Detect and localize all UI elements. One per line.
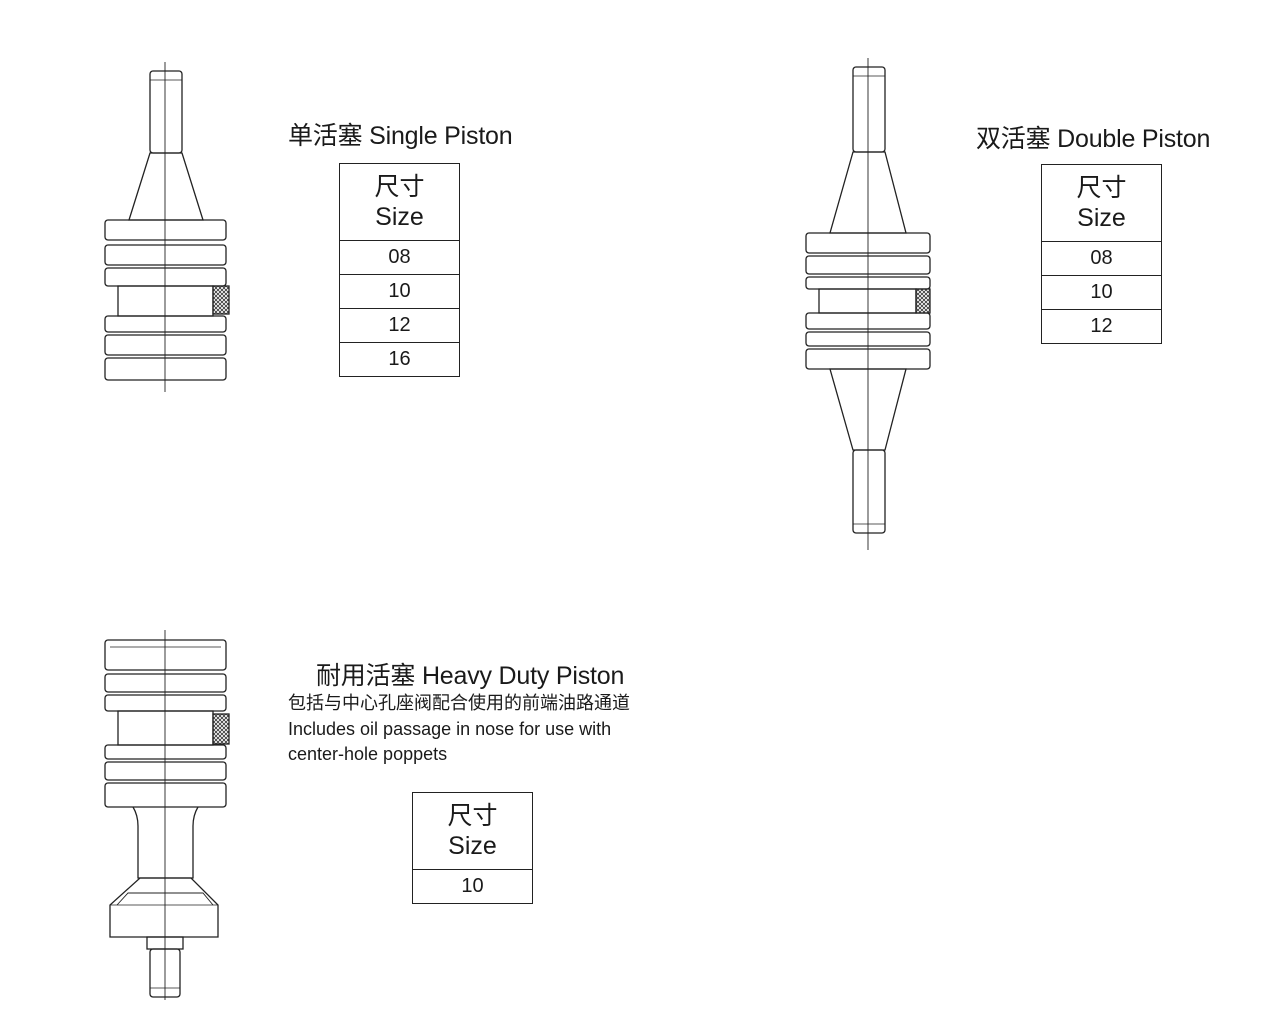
size-header-en: Size bbox=[375, 203, 424, 231]
size-cell: 16 bbox=[339, 342, 460, 377]
size-cell: 08 bbox=[339, 240, 460, 275]
size-cell: 10 bbox=[1041, 275, 1162, 310]
heavy-duty-piston-size-table: 尺寸 Size 10 bbox=[412, 792, 533, 904]
heavy-duty-piston-drawing bbox=[104, 630, 230, 1000]
size-header: 尺寸 Size bbox=[412, 792, 533, 870]
size-cell: 12 bbox=[1041, 309, 1162, 344]
size-header-en: Size bbox=[448, 832, 497, 860]
double-piston-size-table: 尺寸 Size 08 10 12 bbox=[1041, 164, 1162, 344]
size-header-cn: 尺寸 bbox=[374, 173, 425, 201]
size-cell: 08 bbox=[1041, 241, 1162, 276]
heavy-duty-note-en-line1: Includes oil passage in nose for use wit… bbox=[288, 719, 612, 739]
size-header-cn: 尺寸 bbox=[1076, 174, 1127, 202]
single-piston-drawing bbox=[104, 62, 230, 392]
size-header-cn: 尺寸 bbox=[447, 802, 498, 830]
size-header: 尺寸 Size bbox=[339, 163, 460, 241]
heavy-duty-note-en-line2: center-hole poppets bbox=[288, 744, 448, 764]
single-piston-title: 单活塞 Single Piston bbox=[288, 122, 513, 150]
heavy-duty-note-cn: 包括与中心孔座阀配合使用的前端油路通道 bbox=[288, 693, 630, 713]
double-piston-title: 双活塞 Double Piston bbox=[976, 125, 1211, 153]
size-cell: 12 bbox=[339, 308, 460, 343]
heavy-duty-piston-title: 耐用活塞 Heavy Duty Piston bbox=[316, 662, 625, 690]
size-header-en: Size bbox=[1077, 204, 1126, 232]
size-cell: 10 bbox=[412, 869, 533, 904]
size-header: 尺寸 Size bbox=[1041, 164, 1162, 242]
single-piston-size-table: 尺寸 Size 08 10 12 16 bbox=[339, 163, 460, 377]
size-cell: 10 bbox=[339, 274, 460, 309]
double-piston-drawing bbox=[805, 58, 931, 550]
